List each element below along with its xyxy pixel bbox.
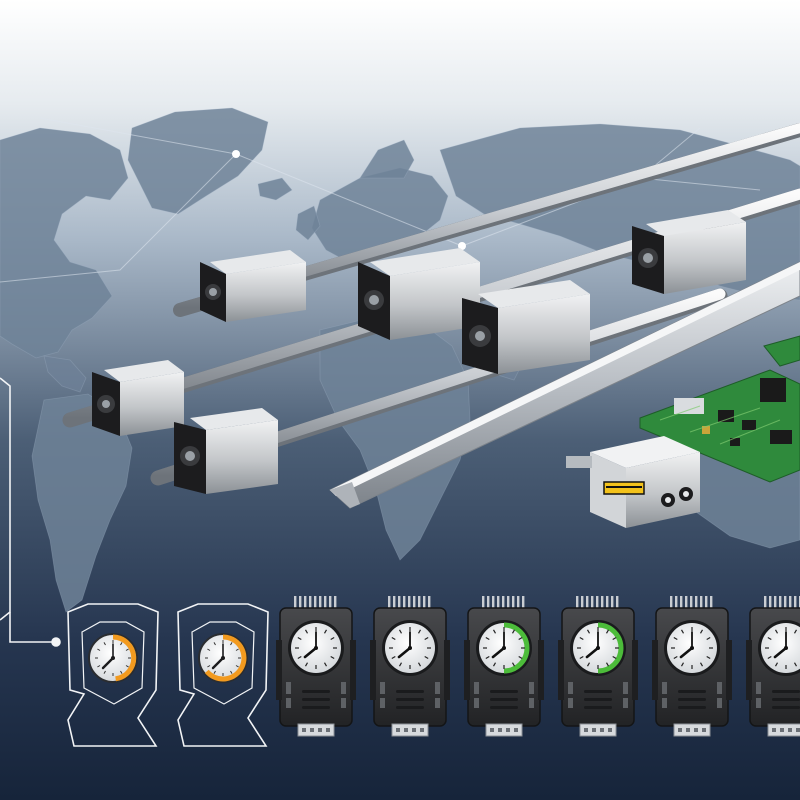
clock-module xyxy=(558,596,638,737)
connector-outline xyxy=(0,377,61,647)
clock-module xyxy=(370,596,450,737)
sensor-module xyxy=(566,436,700,528)
shield-gauge-icon xyxy=(67,603,269,747)
clock-module xyxy=(652,596,732,737)
clock-module xyxy=(276,596,356,737)
carriage-block xyxy=(632,210,746,294)
clock-module-icon xyxy=(276,596,800,737)
carriage-block xyxy=(462,280,590,374)
carriage-block xyxy=(174,408,278,494)
carriage-block xyxy=(92,360,184,436)
carriage-block xyxy=(200,250,306,322)
network-lines xyxy=(0,117,761,283)
outline-device xyxy=(67,603,159,747)
sensor-label xyxy=(604,486,644,495)
circuit-board xyxy=(639,335,800,483)
outline-device xyxy=(177,603,269,747)
clock-module xyxy=(746,596,800,737)
carriage-blocks xyxy=(92,210,746,494)
profile-rail xyxy=(329,261,800,509)
clock-module xyxy=(464,596,544,737)
carriage-block xyxy=(358,248,480,340)
